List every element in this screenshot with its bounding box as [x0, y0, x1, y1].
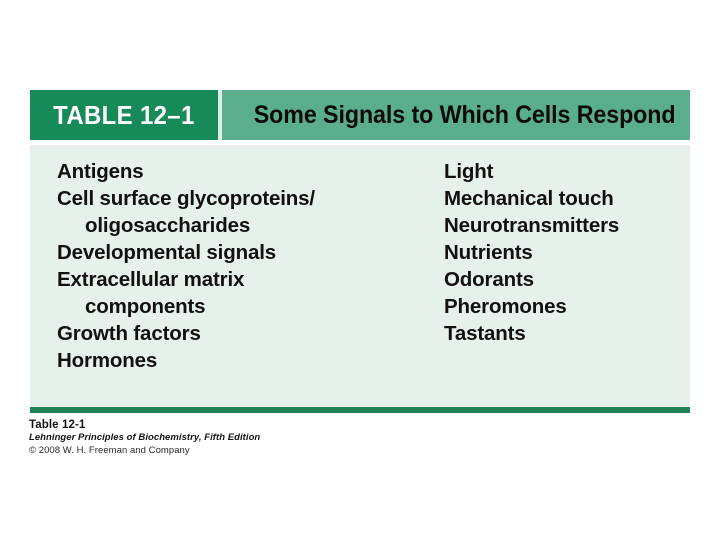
signal-item: oligosaccharides: [85, 214, 251, 237]
table-number-label: TABLE 12–1: [53, 100, 195, 130]
signal-column-left: Antigens Cell surface glycoproteins/ oli…: [30, 158, 420, 374]
table-title-cell: Some Signals to Which Cells Respond: [222, 90, 690, 140]
signal-item: Developmental signals: [57, 241, 277, 264]
signal-item: Tastants: [444, 322, 526, 345]
table-12-1: TABLE 12–1 Some Signals to Which Cells R…: [30, 90, 690, 407]
caption-source: Lehninger Principles of Biochemistry, Fi…: [29, 432, 261, 443]
signal-item: Growth factors: [57, 322, 201, 345]
caption-title: Table 12-1: [29, 419, 86, 431]
table-title: Some Signals to Which Cells Respond: [254, 100, 676, 129]
table-header: TABLE 12–1 Some Signals to Which Cells R…: [30, 90, 690, 140]
signal-item: Neurotransmitters: [444, 214, 620, 237]
signal-item: Hormones: [57, 349, 158, 372]
signal-item: Nutrients: [444, 241, 533, 264]
figure-caption: Table 12-1 Lehninger Principles of Bioch…: [29, 419, 449, 457]
signal-item: Antigens: [57, 160, 144, 183]
signal-item: Light: [444, 160, 494, 183]
caption-copyright: © 2008 W. H. Freeman and Company: [29, 445, 190, 456]
signal-columns: Antigens Cell surface glycoproteins/ oli…: [30, 145, 690, 374]
table-body: Antigens Cell surface glycoproteins/ oli…: [30, 145, 690, 407]
signal-item: Extracellular matrix: [57, 268, 245, 291]
signal-item: components: [85, 295, 206, 318]
signal-item: Pheromones: [444, 295, 567, 318]
signal-item: Mechanical touch: [444, 187, 614, 210]
table-bottom-rule: [30, 407, 690, 413]
signal-item: Odorants: [444, 268, 534, 291]
table-number-cell: TABLE 12–1: [30, 90, 219, 140]
header-divider: [218, 90, 223, 140]
header-body-gap: [30, 140, 690, 145]
signal-column-right: Light Mechanical touch Neurotransmitters…: [420, 158, 690, 374]
signal-item: Cell surface glycoproteins/: [57, 187, 315, 210]
